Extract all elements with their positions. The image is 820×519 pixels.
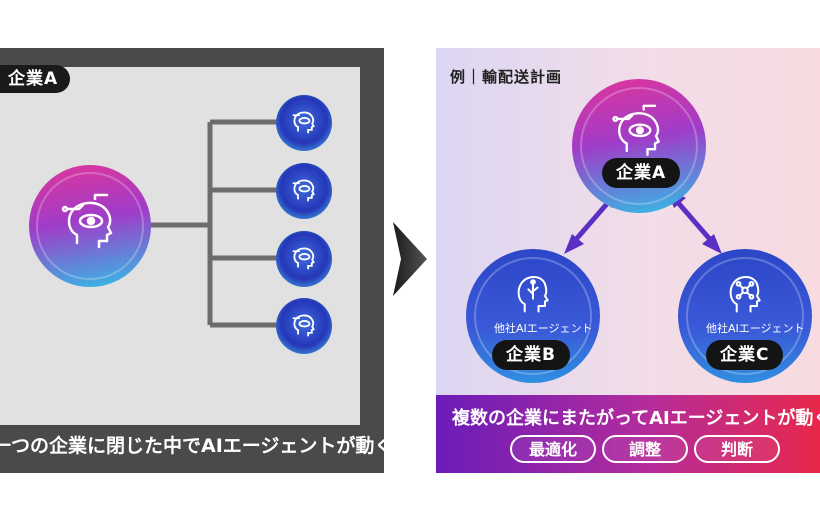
chevron-right-arrow-icon: [393, 222, 427, 296]
pill-coordination: 調整: [602, 435, 688, 463]
brain-eye-circuit-icon: [612, 104, 660, 156]
company-a-tag: 企業A: [0, 65, 71, 93]
company-a-badge: 企業A: [602, 158, 681, 188]
sub-ai-agent-4: [276, 298, 332, 354]
brain-eye-circuit-icon: [292, 111, 315, 134]
example-label: 例｜輸配送計画: [450, 68, 563, 86]
brain-eye-circuit-icon: [61, 193, 113, 249]
company-b-badge: 企業B: [492, 340, 570, 370]
left-panel: 企業A 一つの企業に閉じた中でAIエージェントが動く: [0, 48, 384, 473]
network-nodes-icon: [729, 275, 761, 313]
brain-eye-circuit-icon: [292, 314, 315, 337]
head-circuit-icon: [517, 275, 549, 313]
company-b-agent-label: 他社AIエージェント: [494, 322, 593, 335]
right-panel: 例｜輸配送計画 企業A 他社AIエージェン: [436, 48, 820, 473]
connector-lines: [150, 119, 278, 328]
brain-eye-circuit-icon: [292, 179, 315, 202]
left-caption: 一つの企業に閉じた中でAIエージェントが動く: [0, 435, 384, 457]
company-c-agent-label: 他社AIエージェント: [706, 322, 805, 335]
main-ai-agent: [29, 165, 151, 287]
right-caption: 複数の企業にまたがってAIエージェントが動く: [452, 408, 820, 429]
sub-ai-agent-3: [276, 231, 332, 287]
pill-judgment: 判断: [694, 435, 780, 463]
company-c-badge: 企業C: [706, 340, 784, 370]
company-a-agent: [572, 79, 706, 213]
pill-optimization: 最適化: [510, 435, 596, 463]
brain-eye-circuit-icon: [292, 247, 315, 270]
right-caption-band: 複数の企業にまたがってAIエージェントが動く 最適化 調整 判断: [436, 395, 820, 473]
sub-ai-agent-1: [276, 95, 332, 151]
sub-ai-agent-2: [276, 163, 332, 219]
